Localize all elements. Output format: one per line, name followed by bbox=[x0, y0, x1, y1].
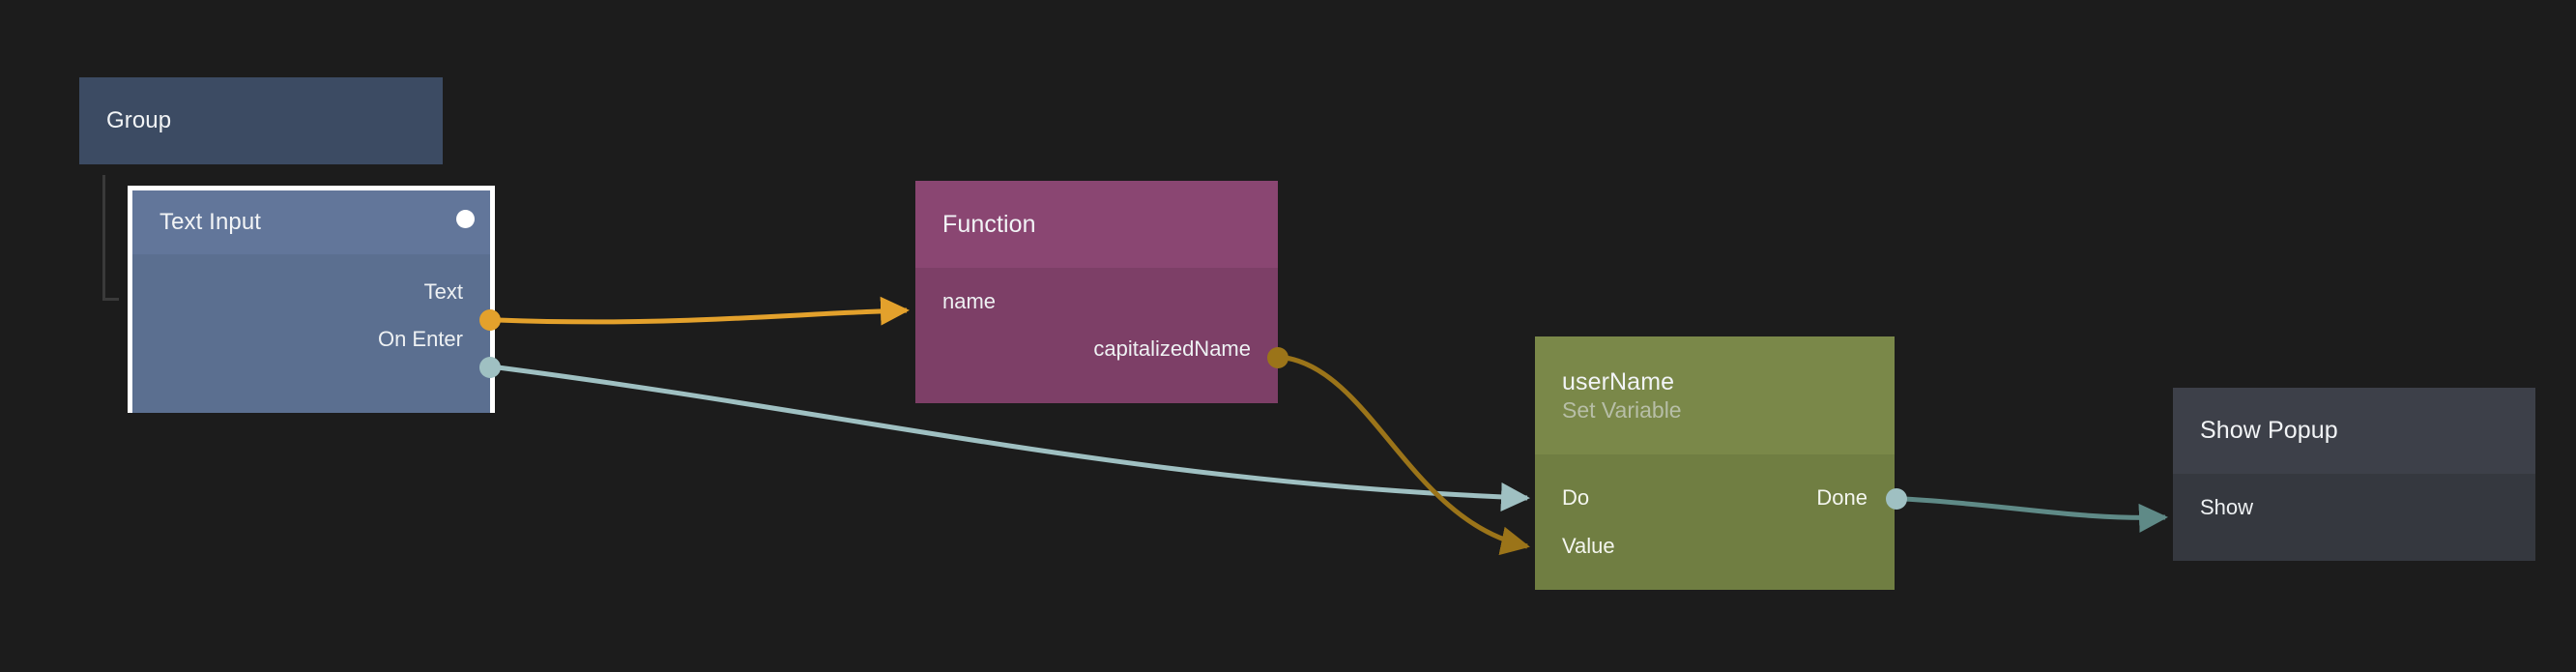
port-label-value: Value bbox=[1562, 534, 1615, 558]
wire-text-to-name bbox=[497, 296, 910, 326]
port-dot-done-output[interactable] bbox=[1886, 488, 1907, 510]
port-row-text-output[interactable]: Text bbox=[132, 279, 490, 305]
wire-done-to-show bbox=[1903, 496, 2168, 533]
node-set-variable-title: userName bbox=[1562, 367, 1675, 395]
node-show-popup-body: Show bbox=[2173, 474, 2535, 561]
node-set-variable[interactable]: userName Set Variable Do Done Value bbox=[1535, 336, 1895, 590]
port-row-capitalizedname-output[interactable]: capitalizedName bbox=[915, 336, 1278, 362]
instance-dot-icon[interactable] bbox=[456, 210, 475, 228]
port-row-on-enter-output[interactable]: On Enter bbox=[132, 327, 490, 352]
node-function-header: Function bbox=[915, 181, 1278, 268]
tree-connector-vertical bbox=[102, 175, 105, 301]
node-show-popup-header: Show Popup bbox=[2173, 388, 2535, 474]
node-set-variable-subtitle: Set Variable bbox=[1562, 396, 1682, 423]
node-show-popup[interactable]: Show Popup Show bbox=[2173, 388, 2535, 561]
port-label-text: Text bbox=[423, 279, 463, 304]
port-label-do: Do bbox=[1562, 485, 1590, 510]
node-group-header: Group bbox=[79, 77, 443, 164]
port-dot-capitalizedname-output[interactable] bbox=[1267, 347, 1288, 368]
node-text-input[interactable]: Text Input Text On Enter bbox=[128, 186, 495, 413]
port-label-capitalizedname: capitalizedName bbox=[1093, 336, 1251, 361]
node-text-input-title: Text Input bbox=[159, 209, 262, 236]
node-function[interactable]: Function name capitalizedName bbox=[915, 181, 1278, 403]
port-row-done-output[interactable]: Done bbox=[1535, 485, 1895, 511]
port-row-show-input[interactable]: Show bbox=[2173, 495, 2535, 520]
port-dot-text-output[interactable] bbox=[479, 309, 501, 331]
node-group-title: Group bbox=[106, 107, 172, 134]
port-row-value-input[interactable]: Value bbox=[1535, 534, 1895, 559]
node-text-input-body: Text On Enter bbox=[132, 254, 490, 413]
node-text-input-header: Text Input bbox=[132, 190, 490, 254]
tree-connector-horizontal bbox=[102, 298, 119, 301]
port-label-done: Done bbox=[1816, 485, 1867, 510]
node-function-body: name capitalizedName bbox=[915, 268, 1278, 403]
port-row-do-input[interactable]: Do bbox=[1535, 485, 1895, 511]
port-label-show: Show bbox=[2200, 495, 2254, 519]
port-row-name-input[interactable]: name bbox=[915, 289, 1278, 314]
node-show-popup-title: Show Popup bbox=[2200, 417, 2338, 444]
port-label-on-enter: On Enter bbox=[377, 327, 463, 351]
wire-capitalizedname-to-value bbox=[1285, 355, 1530, 556]
node-set-variable-header: userName Set Variable bbox=[1535, 336, 1895, 454]
port-dot-on-enter-output[interactable] bbox=[479, 357, 501, 378]
node-function-title: Function bbox=[942, 210, 1036, 238]
node-group[interactable]: Group bbox=[79, 77, 443, 164]
port-label-name: name bbox=[942, 289, 997, 313]
node-set-variable-body: Do Done Value bbox=[1535, 454, 1895, 590]
